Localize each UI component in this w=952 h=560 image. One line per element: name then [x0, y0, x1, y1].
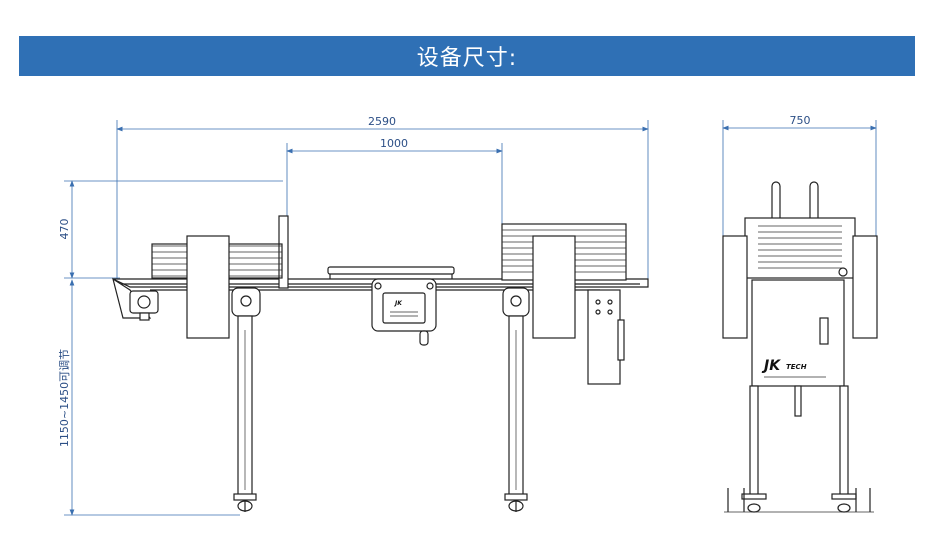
dimension-hood-height: 470	[58, 180, 283, 279]
center-table	[327, 266, 455, 279]
overall-width-label: 750	[790, 114, 811, 127]
dimension-stand-height: 1150~1450可调节	[58, 279, 240, 516]
hood-height-label: 470	[58, 219, 71, 240]
control-panel: JK	[371, 278, 437, 346]
dimension-overall-width: 750	[722, 114, 877, 236]
panel-logo: JK	[394, 300, 403, 307]
right-hood	[501, 223, 627, 385]
middle-span-label: 1000	[380, 137, 408, 150]
dimension-overall-length: 2590	[116, 115, 649, 280]
stand-height-label: 1150~1450可调节	[58, 349, 71, 447]
side-logo-suffix: TECH	[786, 363, 807, 371]
side-logo-brand: JK	[761, 358, 781, 374]
side-view: 750 JK TECH	[722, 114, 878, 513]
overall-length-label: 2590	[368, 115, 396, 128]
section-banner: 设备尺寸:	[19, 36, 915, 76]
right-leg	[504, 315, 528, 512]
front-view: 2590 1000 470 1150~1450可调节	[58, 115, 649, 516]
left-hood	[151, 215, 289, 339]
left-leg	[233, 315, 257, 512]
dimension-middle-span: 1000	[286, 137, 503, 225]
section-title: 设备尺寸:	[416, 46, 518, 71]
